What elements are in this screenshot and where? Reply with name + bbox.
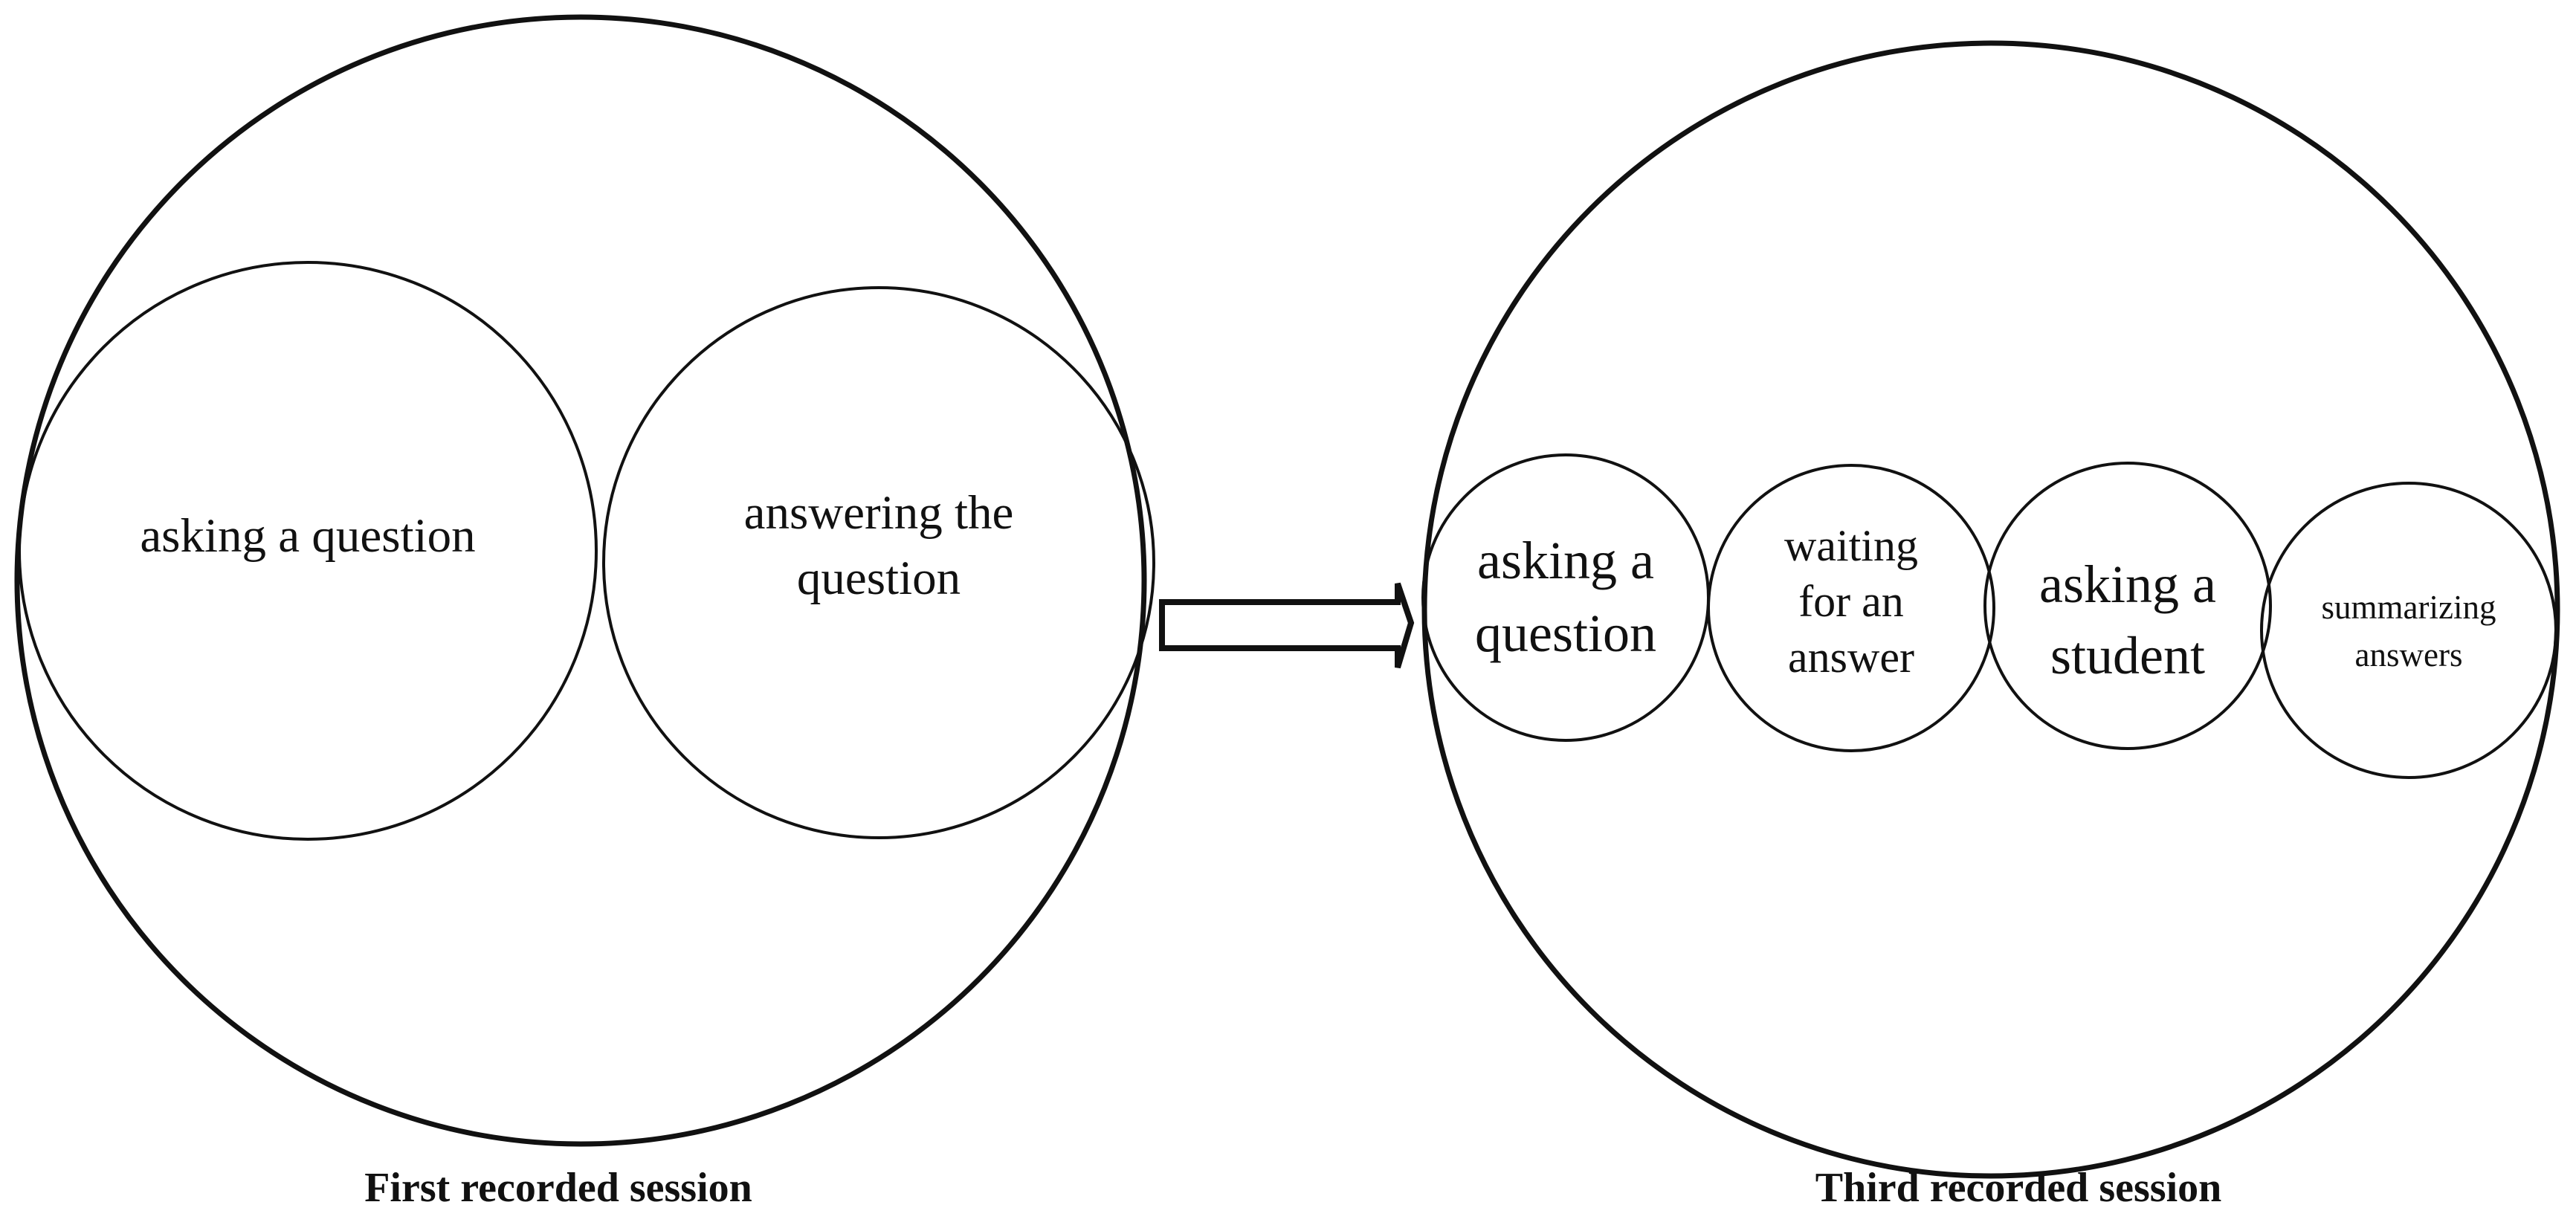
third-step-label-3-line-2: student <box>2050 626 2205 685</box>
first-step-label-1-line-1: asking a question <box>140 509 475 563</box>
third-session-group: asking a question waiting for an answer ask… <box>1421 40 2560 1211</box>
third-session-caption: Third recorded session <box>1815 1165 2222 1211</box>
third-step-label-3: asking a student <box>2039 555 2216 685</box>
first-step-label-2: answering the question <box>744 486 1014 605</box>
third-step-label-1: asking a question <box>1475 531 1656 663</box>
third-step-label-1-line-1: asking a <box>1477 531 1654 590</box>
third-step-circle-waiting <box>1707 464 1995 752</box>
third-step-circle-asking-student <box>1983 462 2272 750</box>
third-step-label-2-line-3: answer <box>1788 633 1914 682</box>
third-step-label-4-line-2: answers <box>2355 636 2463 673</box>
third-step-circle-asking-question <box>1421 453 1710 742</box>
third-step-label-2-line-1: waiting <box>1784 521 1918 570</box>
first-session-outer-circle <box>14 14 1147 1147</box>
right-arrow-icon <box>1159 582 1415 669</box>
first-step-label-1: asking a question <box>140 509 475 563</box>
third-step-circle-summarizing <box>2260 482 2557 779</box>
first-step-circle-asking-question <box>18 261 598 841</box>
first-session-caption: First recorded session <box>364 1165 752 1211</box>
third-step-label-2-line-2: for an <box>1798 577 1904 626</box>
third-step-label-3-line-1: asking a <box>2039 555 2216 614</box>
third-step-label-2: waiting for an answer <box>1784 521 1918 682</box>
third-step-label-4: summarizing answers <box>2322 589 2496 673</box>
third-step-label-1-line-2: question <box>1475 604 1656 663</box>
first-step-label-2-line-1: answering the <box>744 486 1014 540</box>
first-step-circle-answering <box>602 286 1155 839</box>
first-step-label-2-line-2: question <box>797 552 961 605</box>
third-step-label-4-line-1: summarizing <box>2322 589 2496 626</box>
transition-arrow <box>1159 582 1415 669</box>
